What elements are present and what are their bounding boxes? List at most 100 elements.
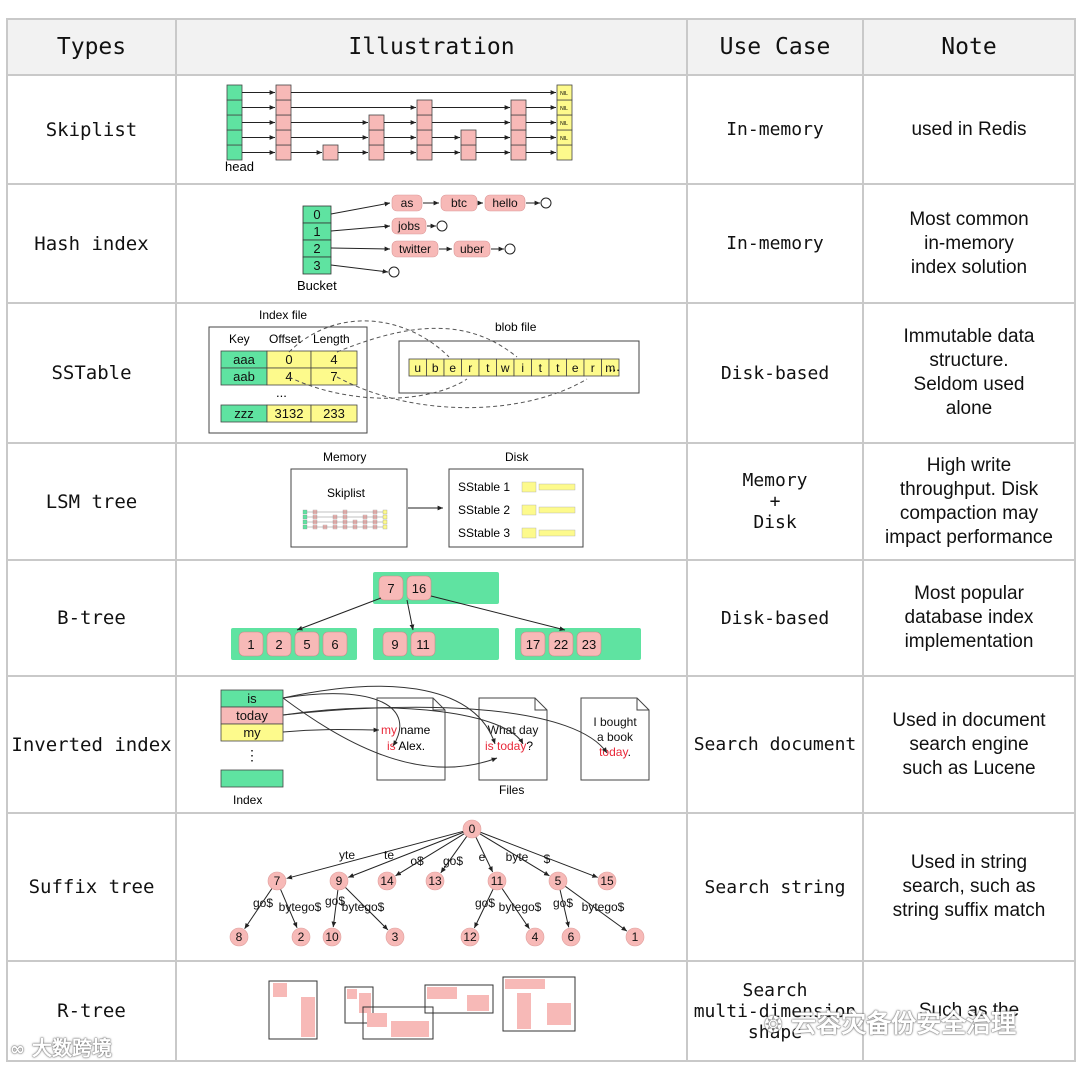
offset-pointer — [288, 376, 468, 399]
hash-entry-text: btc — [451, 196, 467, 210]
suffix-edge-label: e — [479, 850, 486, 864]
arrow — [406, 599, 415, 631]
btree-key — [576, 631, 602, 657]
shape — [517, 993, 531, 1029]
suffix-node-text: 15 — [600, 874, 614, 888]
mini-blob-file — [538, 529, 576, 537]
header-illustration: Illustration — [175, 18, 688, 76]
skiplist-cell — [510, 144, 527, 161]
memory-label: Memory — [323, 450, 366, 464]
null-pointer — [504, 243, 516, 255]
suffix-node — [625, 927, 645, 947]
suffix-node-text: 13 — [428, 874, 442, 888]
suffix-node — [561, 927, 581, 947]
btree-key-text: 6 — [331, 637, 338, 652]
skiplist-cell — [416, 144, 433, 161]
arrow — [559, 889, 570, 928]
term-text: today — [236, 708, 268, 723]
doc-text: ? — [526, 739, 533, 753]
type-cell: LSM tree — [6, 442, 177, 561]
null-pointer — [540, 197, 552, 209]
header-note: Note — [862, 18, 1076, 76]
bounding-box — [362, 1006, 434, 1040]
doc-text: . — [628, 745, 631, 759]
mini-skiplist-cell — [302, 519, 308, 525]
suffix-edge-label: go$ — [443, 854, 463, 868]
offset-pointer — [336, 327, 518, 358]
suffix-node — [525, 927, 545, 947]
type-cell: Suffix tree — [6, 812, 177, 962]
btree-key-text: 23 — [582, 637, 596, 652]
btree-key-text: 22 — [554, 637, 568, 652]
col-length: Length — [313, 332, 350, 346]
watermark-left-text: 大数跨境 — [31, 1036, 112, 1060]
rtree-elements — [268, 976, 576, 1040]
skiplist-cell — [368, 144, 385, 161]
btree-key — [238, 631, 264, 657]
arrow — [296, 597, 382, 631]
highlight: today — [599, 745, 628, 759]
document-1 — [376, 697, 446, 781]
arrow — [345, 887, 389, 931]
arrow — [430, 595, 566, 631]
btree-key-text: 17 — [526, 637, 540, 652]
mini-skiplist-cell — [302, 514, 308, 520]
use-case-cell: Disk-based — [686, 559, 864, 677]
sstable-label: SStable 1 — [458, 480, 510, 494]
suffix-node-text: 3 — [392, 930, 399, 944]
mini-index-file — [521, 481, 537, 493]
suffix-edge-label: go$ — [325, 894, 345, 908]
arrow — [440, 836, 468, 874]
btree-key — [266, 631, 292, 657]
nil-label: NIL — [560, 91, 568, 97]
nil-label: NIL — [560, 136, 568, 142]
header-row: Types Illustration Use Case Note — [6, 18, 1076, 76]
posting-link — [282, 697, 498, 768]
btree-key — [520, 631, 546, 657]
mini-skiplist-cell — [302, 524, 308, 530]
suffix-node-text: 12 — [463, 930, 477, 944]
shape — [467, 995, 489, 1011]
shape — [505, 979, 545, 989]
blob-char: w — [500, 361, 510, 375]
doc2-line1: What day — [488, 723, 539, 737]
lsm-skiplist-label: Skiplist — [327, 486, 366, 500]
hash-entry-text: twitter — [399, 242, 431, 256]
shape — [359, 993, 371, 1013]
arrow — [395, 833, 465, 877]
skiplist-cell — [460, 129, 477, 146]
arrow — [286, 830, 464, 880]
offset-pointer — [288, 320, 450, 358]
sstable-label: SStable 2 — [458, 503, 510, 517]
suffix-node — [462, 819, 482, 839]
use-case-cell: In-memory — [686, 183, 864, 304]
doc2-line2: is today? — [485, 739, 533, 753]
index-cell-text: 233 — [323, 406, 345, 421]
index-cell-text: 4 — [330, 352, 337, 367]
arrow — [330, 201, 391, 215]
bucket-number: 3 — [313, 258, 320, 273]
mini-blob-file — [538, 506, 576, 514]
header-types: Types — [6, 18, 177, 76]
suffix-node-text: 1 — [632, 930, 639, 944]
skiplist-cell — [368, 129, 385, 146]
skiplist-cell — [556, 144, 573, 161]
doc3-line2: a book — [597, 730, 634, 744]
suffix-edge-label: o$ — [410, 854, 424, 868]
arrow — [480, 831, 598, 878]
suffix-node-text: 10 — [325, 930, 339, 944]
wechat-logo-icon: ❂ — [764, 1013, 783, 1038]
suffix-edge-label: $ — [544, 852, 551, 866]
doc-text: Alex. — [396, 739, 425, 753]
suffix-node-text: 7 — [274, 874, 281, 888]
suffix-edge-label: byte — [506, 850, 529, 864]
